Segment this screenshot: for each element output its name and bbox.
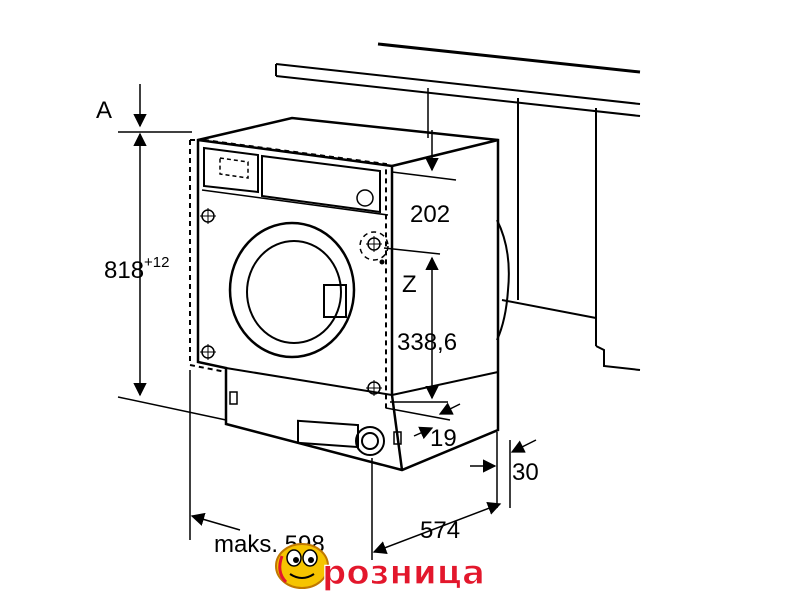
height-tolerance: +12 <box>144 254 169 271</box>
front-offset-dimension <box>385 402 461 440</box>
height-value: 818 <box>104 257 144 284</box>
cabinet-niche <box>275 42 641 371</box>
top-gap-label: 202 <box>410 201 450 228</box>
mascot-icon <box>275 543 329 589</box>
top-gap-dimension <box>391 130 457 181</box>
hose-height-dimension <box>383 247 448 403</box>
height-dimension <box>117 84 227 421</box>
niche-outline <box>189 139 387 412</box>
rear-gap-dimension <box>470 432 537 508</box>
front-offset-label: 19 <box>430 425 457 452</box>
depth-label: 574 <box>420 517 460 544</box>
brand-logo: розница <box>275 543 486 594</box>
label-a: A <box>96 97 112 124</box>
washing-machine <box>196 116 510 472</box>
mounting-points <box>200 208 389 396</box>
depth-dimension <box>371 458 502 560</box>
label-z: Z <box>402 271 417 298</box>
width-dimension <box>189 370 241 540</box>
hose-height-label: 338,6 <box>397 329 457 356</box>
plinth <box>225 367 402 456</box>
height-label: 818+12 <box>104 254 170 284</box>
rear-gap-label: 30 <box>512 459 539 486</box>
logo-text: розница <box>322 553 485 593</box>
control-panel <box>201 146 389 216</box>
door <box>228 221 356 359</box>
